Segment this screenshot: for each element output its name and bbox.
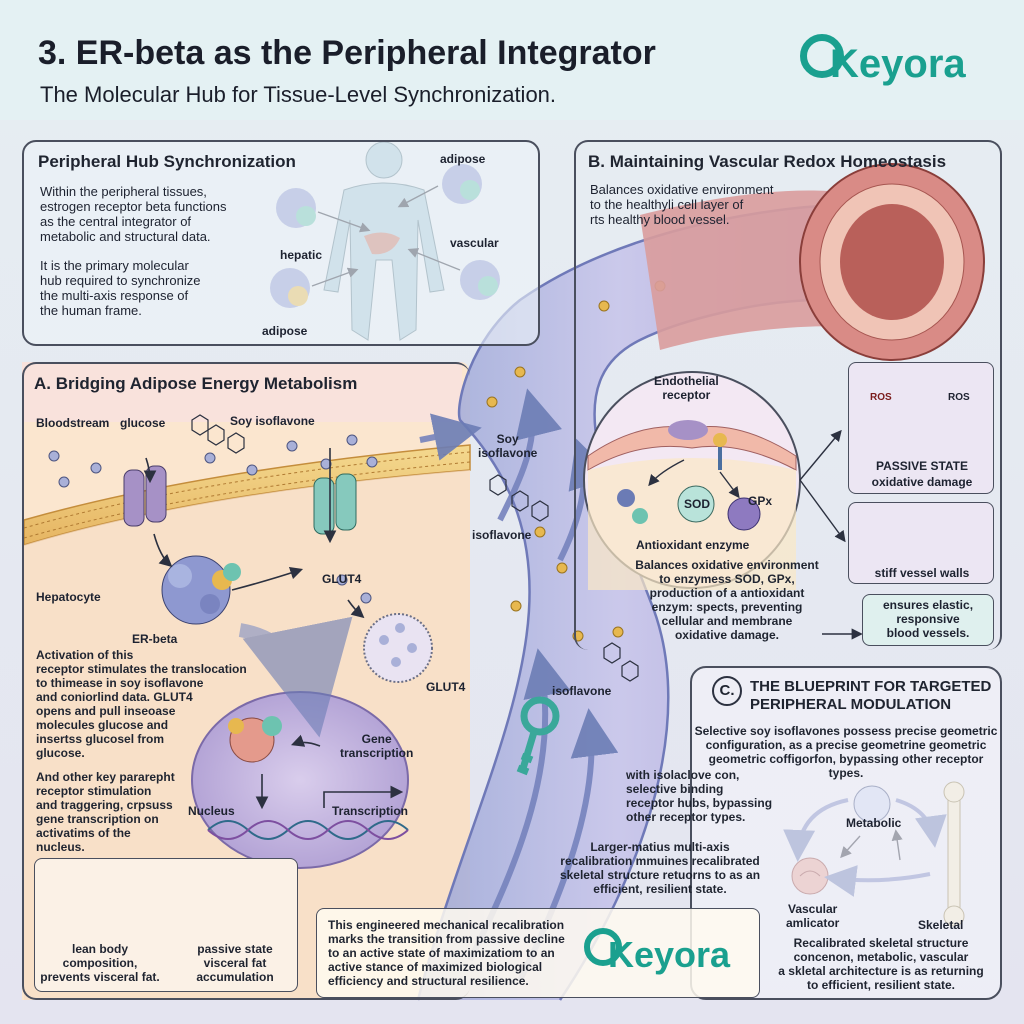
label-hepatocyte: Hepatocyte — [36, 590, 101, 604]
isoflavone-structure-vessel — [489, 474, 639, 682]
key-icon — [516, 696, 560, 776]
label-nucleus: Nucleus — [188, 804, 235, 818]
label-metabolic: Metabolic — [846, 816, 902, 830]
hub-heading: Peripheral Hub Synchronization — [38, 152, 296, 171]
brand-name-bottom: Keyora — [608, 934, 731, 975]
label-isoflavone-vessel-1: isoflavone — [472, 528, 532, 542]
label-gpx: GPx — [748, 494, 773, 508]
conclusion-text: This engineered mechanical recalibration… — [328, 918, 565, 988]
label-transcription: Transcription — [332, 804, 409, 818]
blood-vessel-cross-section — [640, 163, 985, 361]
brand-logo-bottom: Keyora — [584, 924, 754, 984]
label-bloodstream: Bloodstream — [36, 416, 110, 430]
section-b-heading: B. Maintaining Vascular Redox Homeostasi… — [588, 152, 947, 171]
glut4-transporter — [313, 473, 357, 535]
passive-state-box — [848, 362, 994, 494]
label-adipose-top: adipose — [440, 152, 486, 166]
endothelial-cell-zoom — [583, 371, 801, 590]
page-subtitle: The Molecular Hub for Tissue-Level Synch… — [40, 82, 557, 107]
elastic-vessel-box — [862, 594, 994, 646]
section-a-heading: A. Bridging Adipose Energy Metabolism — [34, 374, 358, 393]
section-c-paragraph-2: with isolaclove con,selective binding re… — [626, 768, 773, 824]
section-b-panel — [574, 140, 1002, 650]
label-ros-1: ROS — [870, 392, 892, 403]
glucose-transporter-left — [123, 465, 167, 527]
label-vascular: vascular — [450, 236, 499, 250]
label-skeletal: Skeletal — [918, 918, 964, 932]
hub-paragraph-1: Within the peripheral tissues,estrogen r… — [40, 184, 227, 244]
section-c-letter: C. — [712, 676, 742, 706]
label-ros-2: ROS — [948, 392, 970, 403]
brand-logo: Keyora — [800, 28, 1000, 98]
hub-panel — [22, 140, 540, 346]
label-er-beta: ER-beta — [132, 632, 178, 646]
label-glut4-1: GLUT4 — [322, 572, 362, 586]
glucose-molecules — [48, 434, 378, 604]
label-antioxidant-enzyme: Antioxidant enzyme — [636, 538, 750, 552]
label-stiff-vessel: stiff vessel walls — [874, 566, 970, 580]
label-soy-isoflavone-a: Soy isoflavone — [230, 414, 315, 428]
label-adipose-bottom: adipose — [262, 324, 308, 338]
er-beta-protein — [161, 555, 241, 625]
brand-name: Keyora — [830, 42, 966, 86]
glut4-vesicle — [363, 613, 433, 683]
section-c-paragraph-1: Selective soy isoflavones possess precis… — [694, 724, 998, 780]
stiff-vessel-box — [848, 502, 994, 584]
label-hepatic: hepatic — [280, 248, 323, 262]
dna-helix — [207, 820, 409, 840]
key-logo-icon-bottom — [584, 928, 622, 966]
label-isoflavone-vessel-2: isoflavone — [552, 684, 612, 698]
isoflavone-structure-a — [191, 414, 245, 454]
section-a-outcome-box — [34, 858, 298, 992]
conclusion-box — [316, 908, 760, 998]
label-sod: SOD — [684, 497, 711, 511]
section-a-panel — [22, 362, 470, 1000]
page-title: 3. ER-beta as the Peripheral Integrator — [38, 34, 656, 72]
label-glucose: glucose — [120, 416, 166, 430]
label-glut4-2: GLUT4 — [426, 680, 466, 694]
key-logo-icon — [800, 34, 844, 78]
